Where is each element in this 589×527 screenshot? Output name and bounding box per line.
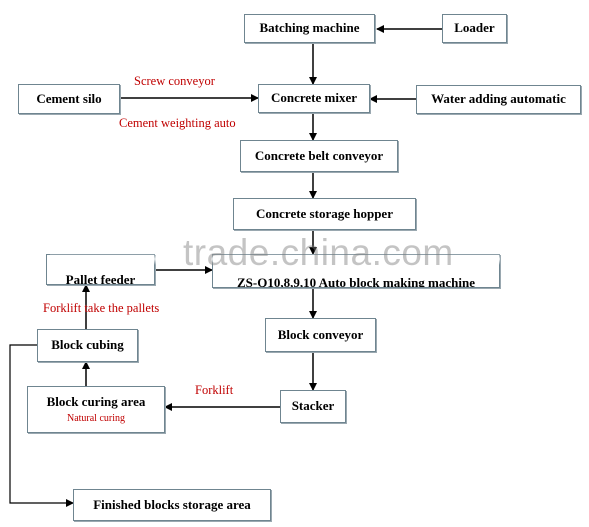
block-cubing-label: Block cubing [51,337,124,353]
block-conveyor-label: Block conveyor [277,326,364,342]
watermark-band [50,253,500,265]
natural-curing-label: Natural curing [66,413,126,425]
curing-area-label: Block curing area [46,393,146,409]
water-adding-label: Water adding automatic [431,91,566,107]
cement-silo-label: Cement silo [36,90,102,106]
screw-conveyor-label: Screw conveyor [134,74,215,88]
arrow-cubing-to-finished [9,344,74,507]
stacker-label: Stacker [291,398,335,414]
forklift-pallets-label: Forklift take the pallets [43,301,160,315]
forklift-label: Forklift [195,383,234,397]
curing-area-box: Block curing area Natural curing [27,386,165,433]
block-machine-label: ZS-Q10,8,9,10 Auto block making machine [236,274,475,288]
belt-conveyor-label: Concrete belt conveyor [254,147,384,163]
water-adding-box: Water adding automatic [416,85,581,114]
cement-weighting-label: Cement weighting auto [119,116,236,130]
concrete-mixer-box: Concrete mixer [258,84,370,113]
loader-box: Loader [442,14,507,43]
batching-machine-label: Batching machine [259,20,360,36]
belt-conveyor-box: Concrete belt conveyor [240,140,398,172]
finished-storage-box: Finished blocks storage area [73,489,271,521]
pallet-feeder-label: Pallet feeder [65,271,136,285]
storage-hopper-label: Concrete storage hopper [256,205,393,221]
finished-storage-label: Finished blocks storage area [93,496,251,512]
loader-label: Loader [454,20,495,36]
cement-silo-box: Cement silo [18,84,120,114]
block-conveyor-box: Block conveyor [265,318,376,352]
stacker-box: Stacker [280,390,346,423]
watermark: trade.china.com [183,232,454,273]
batching-machine-box: Batching machine [244,14,375,43]
storage-hopper-box: Concrete storage hopper [233,198,416,230]
block-cubing-box: Block cubing [37,329,138,362]
concrete-mixer-label: Concrete mixer [270,90,358,106]
